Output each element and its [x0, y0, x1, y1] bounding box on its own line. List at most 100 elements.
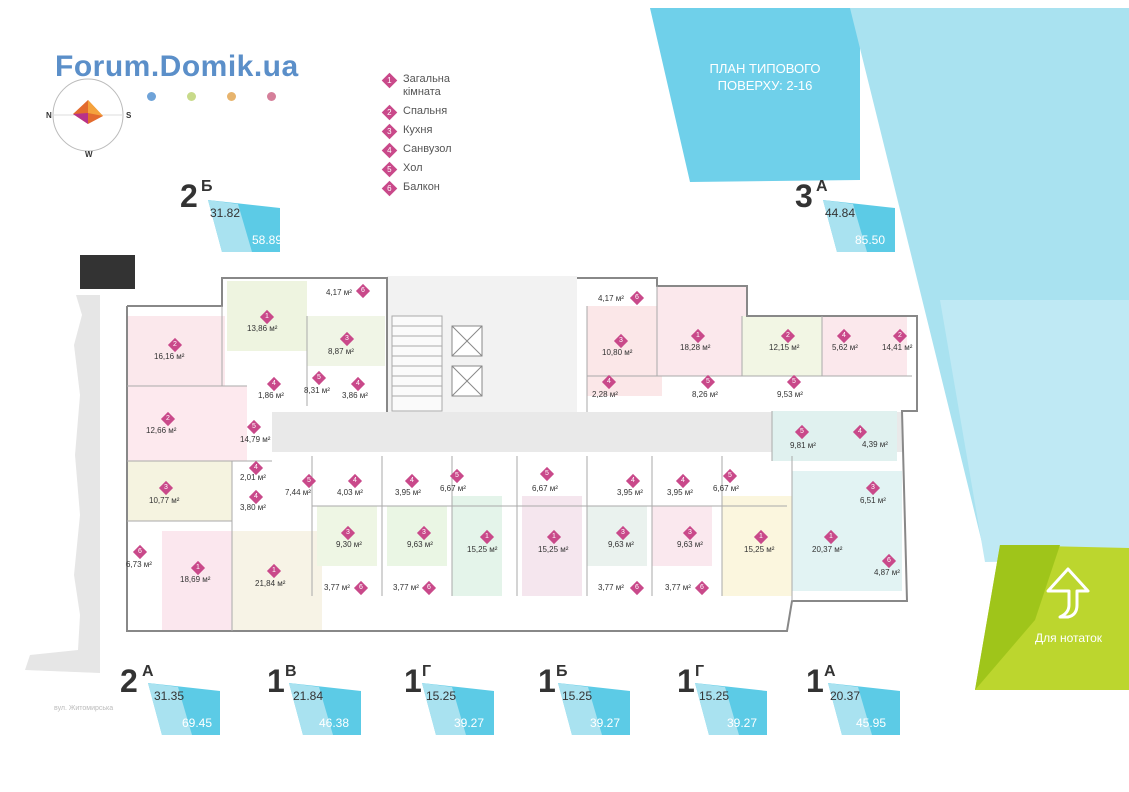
room-area: 3,77 м² [665, 583, 691, 592]
apartment-number: 1 [267, 663, 285, 699]
room-area: 9,30 м² [336, 540, 362, 549]
compass: N S W [38, 76, 138, 159]
room-marker: 1 [690, 328, 706, 344]
badge-shape [558, 683, 630, 735]
room-area: 18,69 м² [180, 575, 211, 584]
room-marker: 6 [629, 290, 645, 306]
arrow-up-icon[interactable] [1040, 565, 1096, 621]
room-area: 9,63 м² [677, 540, 703, 549]
badge-shape [148, 683, 220, 735]
apartment-letter: А [824, 663, 836, 680]
room-area: 6,67 м² [713, 484, 739, 493]
room-area: 15,25 м² [744, 545, 775, 554]
room-marker: 4 [625, 473, 641, 489]
room-area: 21,84 м² [255, 579, 286, 588]
legend-label: Хол [403, 162, 423, 174]
compass-rose-icon [52, 78, 124, 152]
room-area: 15,25 м² [538, 545, 569, 554]
legend-marker: 5 [381, 161, 398, 178]
room-area: 4,03 м² [337, 488, 363, 497]
room-marker: 4 [266, 376, 282, 392]
room-marker: 1 [266, 563, 282, 579]
apartment-number: 1 [677, 663, 695, 699]
room-area: 4,39 м² [862, 440, 888, 449]
floor-plan: 6 4,17 м² 1 13,86 м² 2 16,16 м² 3 8,87 м… [122, 276, 918, 636]
compass-n: N [46, 111, 52, 120]
room-marker: 6 [881, 553, 897, 569]
room-area: 4,17 м² [326, 288, 352, 297]
room-area: 3,95 м² [395, 488, 421, 497]
room-marker: 3 [682, 525, 698, 541]
room-area: 4,87 м² [874, 568, 900, 577]
legend-label: Спальня [403, 105, 448, 117]
legend-marker: 6 [381, 180, 398, 197]
street-label: вул. Житомирська [54, 705, 114, 712]
room-marker: 2 [780, 328, 796, 344]
apartment-letter: Г [422, 663, 432, 680]
legend-label: Балкон [403, 181, 440, 193]
room-area: 6,73 м² [126, 560, 152, 569]
living-area: 31.35 [154, 689, 185, 703]
room-marker: 5 [449, 468, 465, 484]
room-marker: 5 [794, 424, 810, 440]
watermark: Forum.Domik.ua [55, 50, 299, 83]
badge-shape [828, 683, 900, 735]
legend-item: 1 Загальна кімната [381, 72, 473, 99]
room-marker: 4 [350, 376, 366, 392]
apartment-letter: Б [556, 663, 568, 680]
room-marker: 5 [246, 419, 262, 435]
room-area: 10,77 м² [149, 496, 180, 505]
apartment-number: 3 [795, 178, 813, 214]
legend-label: Кухня [403, 124, 433, 136]
apartment-number: 2 [120, 663, 138, 699]
total-area: 69.45 [182, 716, 213, 730]
room-marker: 3 [158, 480, 174, 496]
living-area: 15.25 [562, 689, 593, 703]
watermark-dots [147, 88, 307, 106]
living-area: 20.37 [830, 689, 861, 703]
plan-title: ПЛАН ТИПОВОГО ПОВЕРХУ: 2-16 [709, 61, 821, 93]
badge-shape [823, 200, 895, 252]
apartment-letter: А [142, 663, 154, 680]
room-area: 18,28 м² [680, 343, 711, 352]
room-area: 7,44 м² [285, 488, 311, 497]
room-marker: 3 [339, 331, 355, 347]
total-area: 39.27 [727, 716, 758, 730]
legend-item: 5 Хол [381, 161, 473, 178]
room-marker: 3 [615, 525, 631, 541]
room-marker: 1 [259, 309, 275, 325]
badge-shape [289, 683, 361, 735]
room-marker: 5 [539, 466, 555, 482]
room-area: 3,77 м² [598, 583, 624, 592]
room-area: 14,79 м² [240, 435, 271, 444]
room-area: 8,87 м² [328, 347, 354, 356]
room-area: 12,66 м² [146, 426, 177, 435]
legend-marker: 1 [381, 72, 398, 89]
apartment-number: 1 [538, 663, 556, 699]
room-marker: 1 [823, 529, 839, 545]
room-marker: 4 [404, 473, 420, 489]
room-marker: 4 [601, 374, 617, 390]
room-area: 5,62 м² [832, 343, 858, 352]
living-area: 15.25 [699, 689, 730, 703]
room-marker: 3 [340, 525, 356, 541]
room-marker: 6 [353, 580, 369, 596]
room-area: 1,86 м² [258, 391, 284, 400]
room-marker: 1 [546, 529, 562, 545]
room-area: 6,51 м² [860, 496, 886, 505]
room-marker: 1 [479, 529, 495, 545]
badge-shape [422, 683, 494, 735]
room-marker: 1 [190, 560, 206, 576]
room-area: 9,81 м² [790, 441, 816, 450]
room-area: 8,31 м² [304, 386, 330, 395]
total-area: 39.27 [454, 716, 485, 730]
room-area: 3,80 м² [240, 503, 266, 512]
room-area: 4,17 м² [598, 294, 624, 303]
legend-label: Загальна кімната [403, 73, 450, 98]
apartment-number: 2 [180, 178, 198, 214]
apartment-letter: В [285, 663, 297, 680]
room-marker: 2 [892, 328, 908, 344]
